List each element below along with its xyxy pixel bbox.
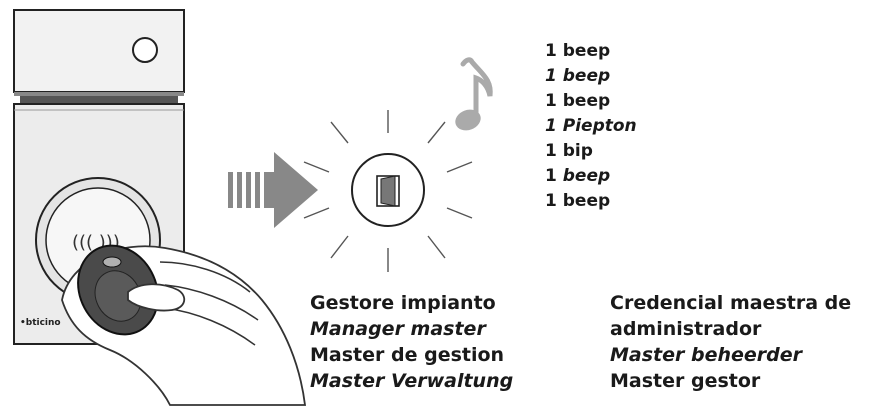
label-manager-master-nl: Master beheerder [610,344,803,366]
beep-text-nl: 1 beep [545,165,610,187]
beep-text-es: 1 bip [545,141,593,161]
label-manager-master-de: Master Verwaltung [310,370,514,392]
beep-nl-word: beep [562,166,611,186]
beep-text-it: 1 beep [545,41,611,61]
music-note-icon [455,57,493,131]
beep-text-en: 1 beep [545,66,611,86]
led-indicator [132,37,158,63]
beep-text-pt: 1 beep [545,191,611,211]
label-manager-master-it: Gestore impianto [310,292,496,314]
label-manager-master-pt: Master gestor [610,370,761,392]
beep-nl-prefix: 1 [545,166,563,186]
hand-with-badge [61,244,307,406]
arrow-icon [228,152,318,228]
brand-logo: •bticino [20,318,61,328]
label-manager-master-fr: Master de gestion [310,344,505,366]
beep-text-fr: 1 beep [545,91,611,111]
label-manager-master-es: Credencial maestra de [610,292,852,314]
label-manager-master-es-cont: administrador [610,318,762,340]
door-open-icon [303,110,473,272]
beep-text-de: 1 Piepton [545,116,637,136]
label-manager-master-en: Manager master [310,318,486,340]
